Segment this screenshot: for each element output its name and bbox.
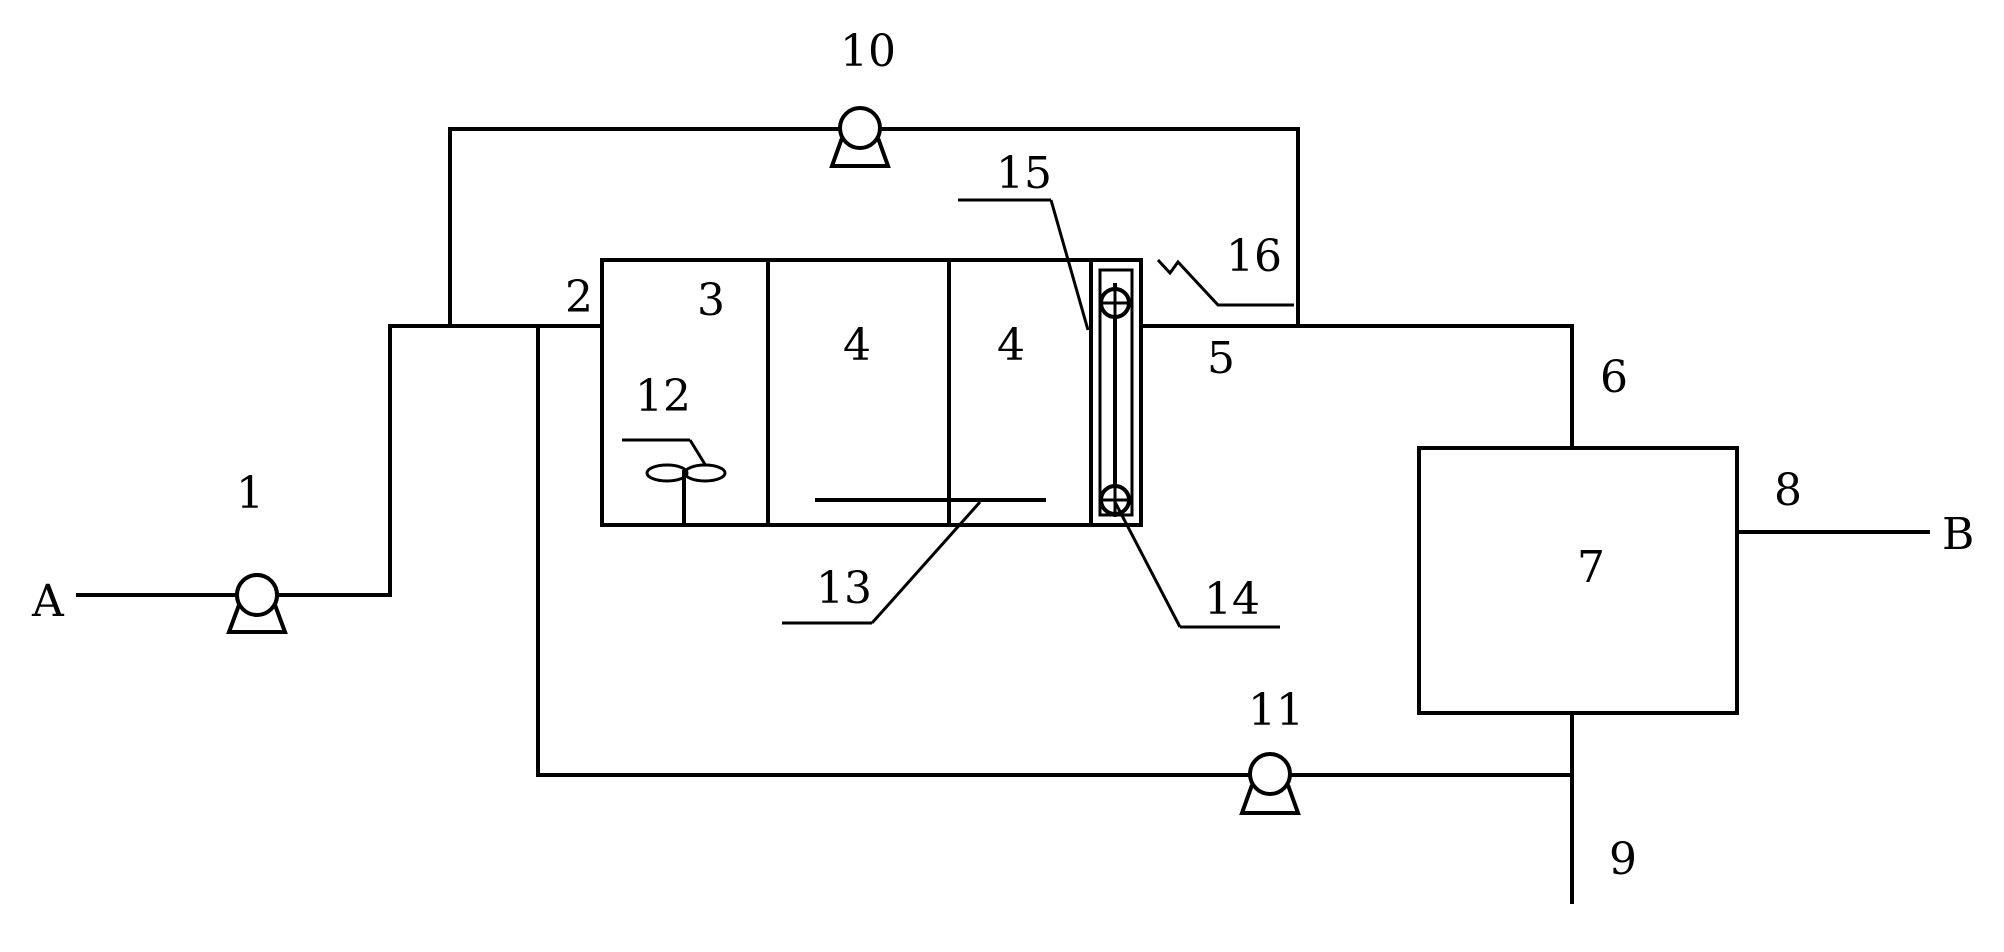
label-15: 15 (996, 148, 1052, 199)
effluent-pipe (1139, 324, 1574, 450)
leader-15 (958, 198, 1090, 331)
label-12: 12 (635, 371, 691, 422)
settling-tank (1417, 446, 1739, 715)
stirrer-icon (622, 438, 727, 527)
label-outlet: B (1942, 509, 1974, 560)
label-16: 16 (1226, 231, 1282, 282)
aerator-pipe (782, 498, 1046, 625)
label-10: 10 (840, 26, 896, 77)
label-4b: 4 (997, 320, 1025, 371)
label-11: 11 (1248, 685, 1304, 736)
label-1: 1 (236, 468, 264, 519)
label-5: 5 (1207, 333, 1235, 384)
label-2: 2 (565, 272, 593, 323)
inlet-pipe (76, 324, 602, 597)
label-7: 7 (1577, 542, 1605, 593)
label-6: 6 (1600, 352, 1628, 403)
pump-1-icon (226, 573, 288, 634)
pump-11-icon (1239, 752, 1301, 815)
leader-16 (1156, 258, 1294, 307)
label-4a: 4 (843, 320, 871, 371)
label-14: 14 (1204, 574, 1260, 625)
leader-14 (1113, 501, 1280, 629)
sludge-return-line (536, 324, 1574, 777)
label-3: 3 (697, 275, 725, 326)
label-13: 13 (816, 563, 872, 614)
label-9: 9 (1609, 834, 1637, 885)
label-8: 8 (1774, 465, 1802, 516)
reactor-tank (600, 258, 1143, 527)
pump-10-icon (829, 106, 891, 168)
label-inlet: A (31, 576, 65, 627)
membrane-module (1098, 268, 1134, 517)
